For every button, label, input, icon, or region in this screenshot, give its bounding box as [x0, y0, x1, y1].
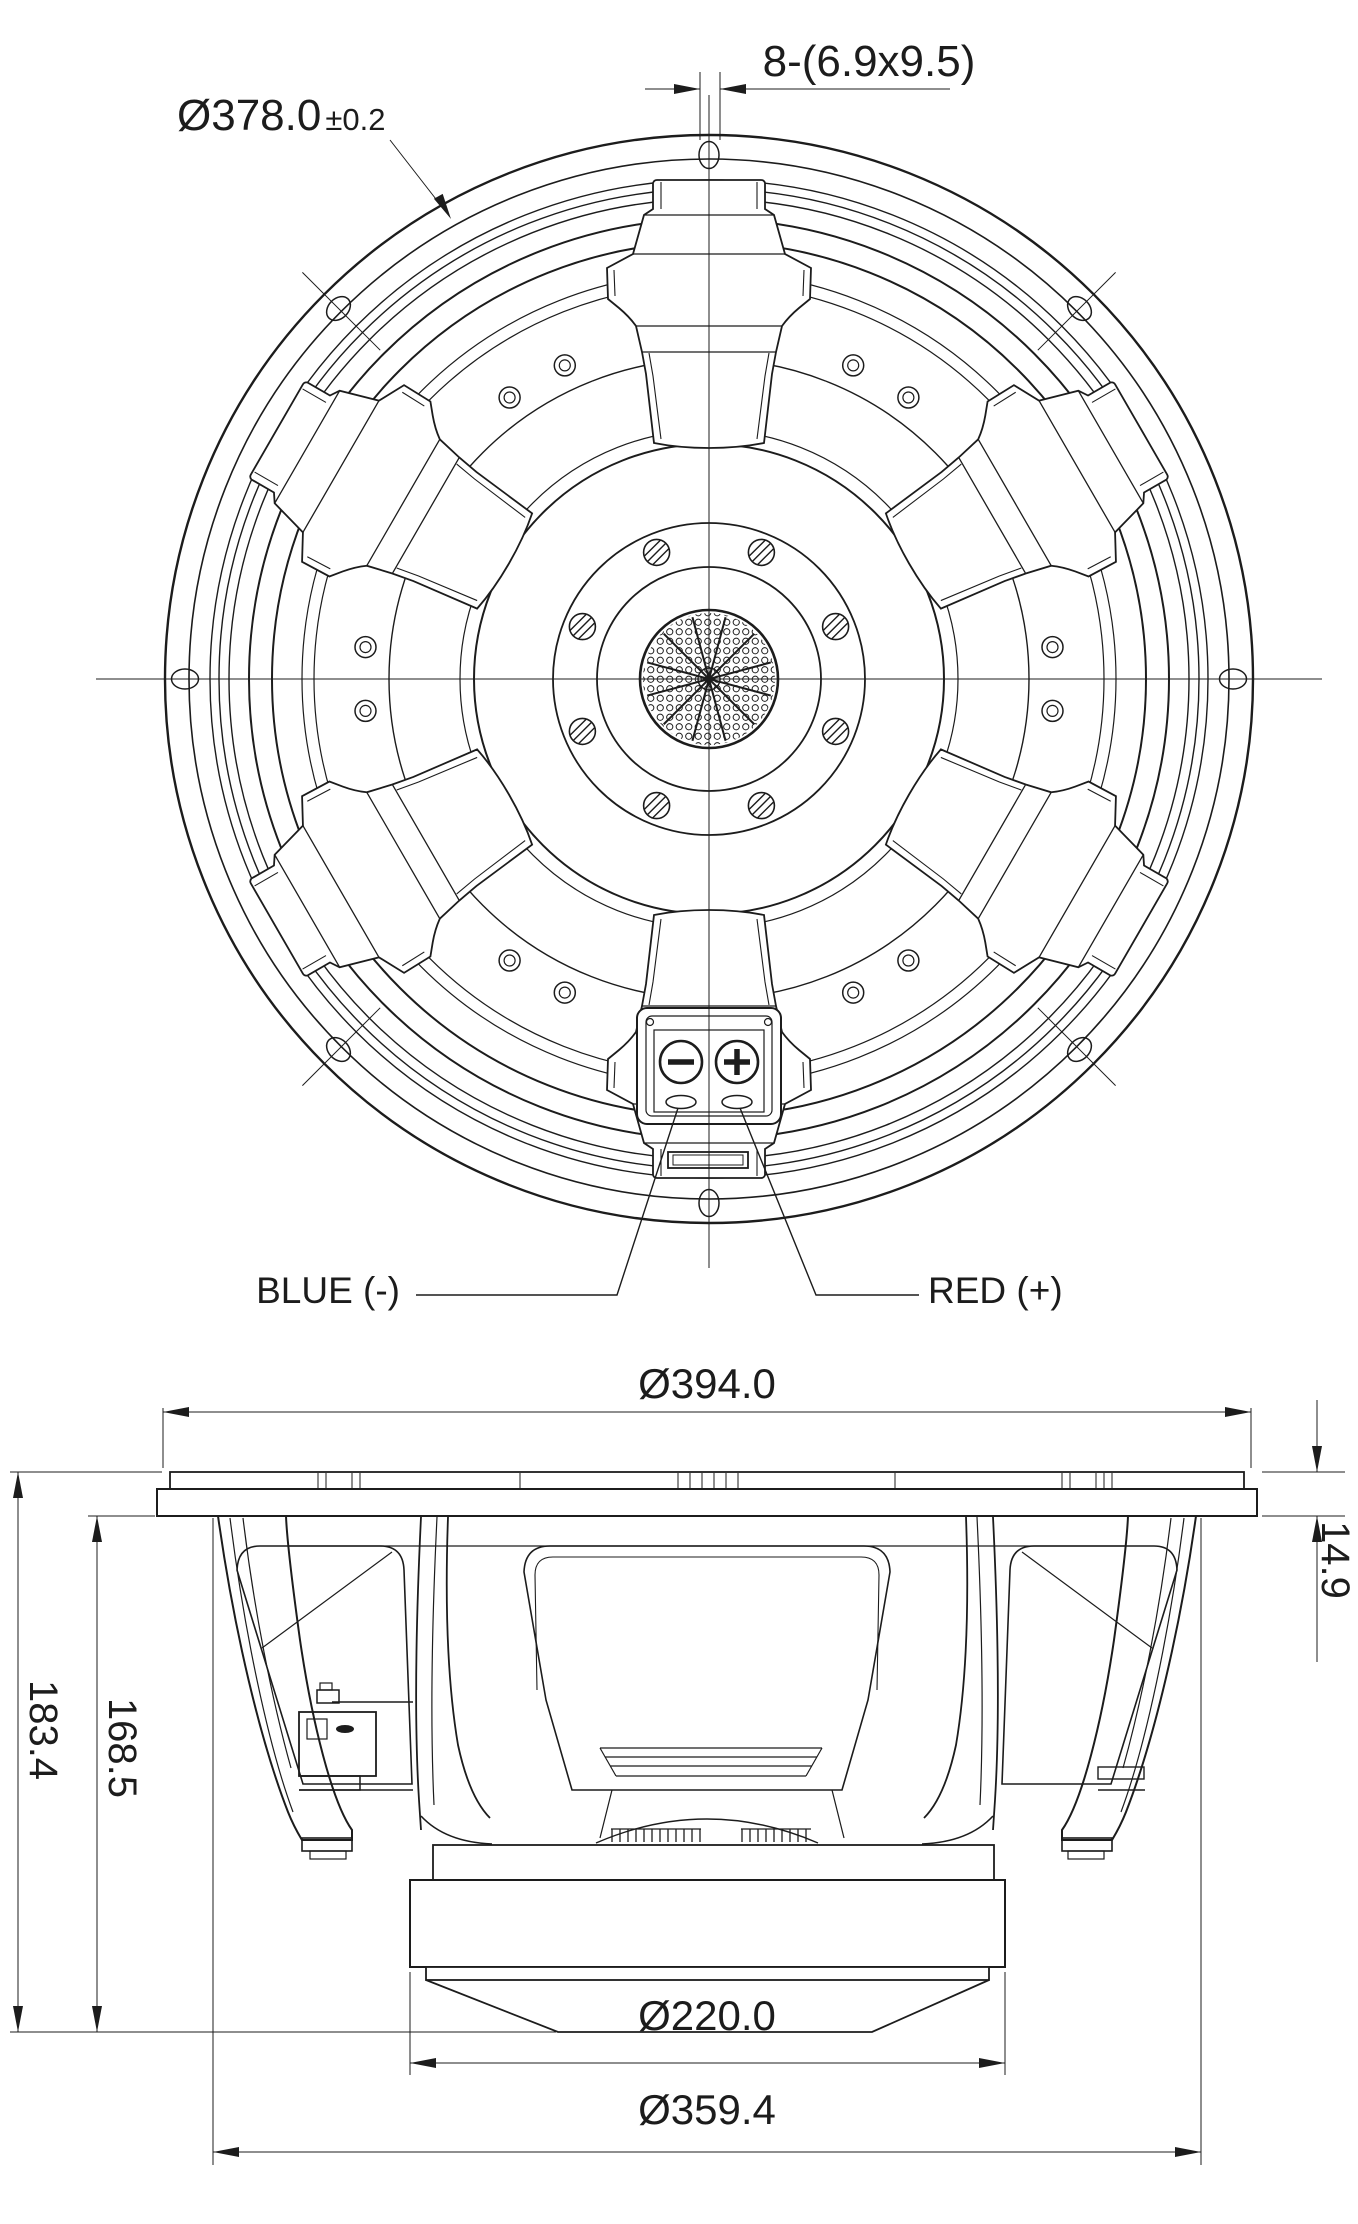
hole-dimension: 8-(6.9x9.5): [645, 37, 975, 140]
dim-magnet-diameter: Ø220.0: [409, 1972, 1006, 2075]
side-bracket-right: [1097, 1766, 1145, 1791]
terminal-labels: BLUE (-) RED (+): [256, 1107, 1063, 1311]
dim-rear-clearance: Ø359.4: [212, 1518, 1202, 2165]
overall-diameter-label: Ø394.0: [638, 1360, 776, 1407]
dim-overall-diameter: Ø394.0: [162, 1360, 1252, 1468]
magnet-diameter-label: Ø220.0: [638, 1992, 776, 2039]
positive-terminal-screw: [714, 1039, 760, 1085]
negative-terminal-label: BLUE (-): [256, 1270, 400, 1311]
total-depth-label: 183.4: [21, 1680, 65, 1780]
positive-terminal-label: RED (+): [928, 1270, 1063, 1311]
dim-total-depth: 183.4: [10, 1471, 556, 2033]
dim-mounting-depth: 168.5: [88, 1515, 155, 2032]
side-view: Ø394.0 14.9 183.4 168.5 Ø220.0: [10, 1360, 1357, 2165]
magnet-assembly: [409, 1844, 1006, 2033]
diameter-callout-label: Ø378.0±0.2: [177, 91, 385, 140]
hole-callout-label: 8-(6.9x9.5): [763, 37, 976, 86]
flange: [156, 1471, 1258, 1517]
mounting-depth-label: 168.5: [100, 1698, 144, 1798]
center-window: [523, 1545, 891, 1844]
negative-terminal-screw: [658, 1039, 704, 1085]
flange-height-label: 14.9: [1313, 1521, 1357, 1599]
outer-diameter-callout: Ø378.0±0.2: [177, 91, 451, 219]
negative-leader-line: [416, 1107, 679, 1296]
diagonal-tick-marks: [302, 272, 1116, 1086]
front-view: 8-(6.9x9.5) Ø378.0±0.2 BLUE (-) RED (+): [96, 37, 1322, 1311]
spider-hatch: [611, 1828, 811, 1842]
dim-flange-height: 14.9: [1262, 1400, 1357, 1662]
side-terminal: [298, 1682, 413, 1791]
positive-leader-line: [739, 1107, 919, 1296]
rear-clearance-label: Ø359.4: [638, 2086, 776, 2133]
centerlines: [96, 95, 1322, 1268]
